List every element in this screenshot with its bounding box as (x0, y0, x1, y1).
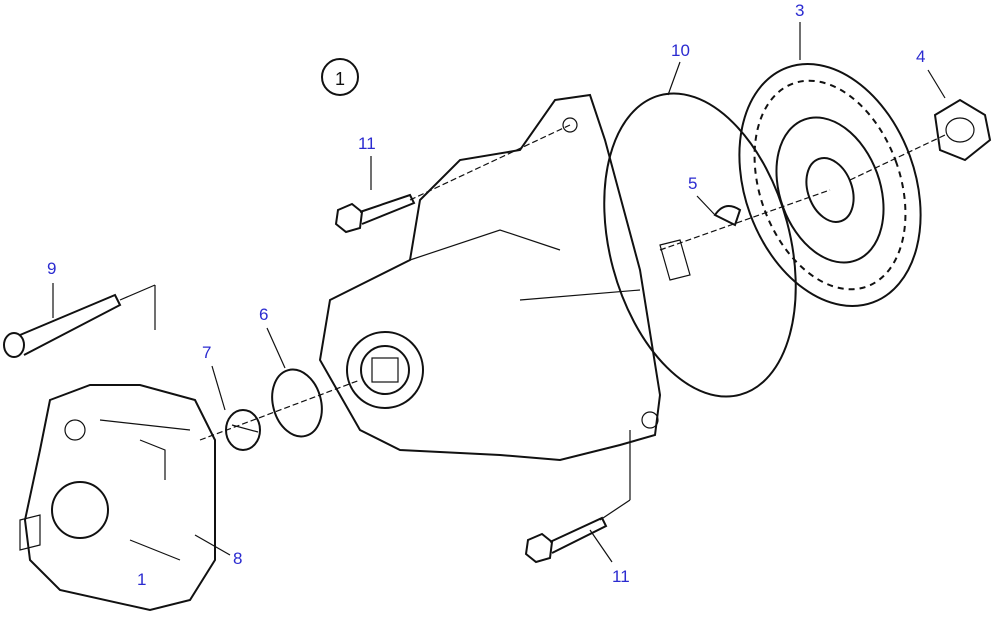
callout-7: 7 (202, 343, 212, 362)
servo-pump-part (19, 384, 216, 612)
callout-11-top: 11 (358, 134, 376, 153)
key-part (713, 205, 742, 227)
callout-6: 6 (259, 305, 269, 324)
callout-9: 9 (47, 259, 57, 278)
callout-8: 8 (233, 549, 243, 568)
callout-10: 10 (671, 41, 690, 60)
o-ring-small (271, 368, 323, 438)
bolt-long (3, 293, 122, 358)
bolt-bottom (524, 516, 608, 564)
callout-1-pump: 1 (137, 570, 147, 589)
o-ring-large (603, 92, 797, 398)
gear-part (738, 62, 922, 308)
water-pump-housing (318, 93, 691, 462)
callout-5: 5 (688, 174, 698, 193)
leader-lines (52, 22, 946, 563)
callout-11-bottom: 11 (612, 567, 630, 586)
callout-3: 3 (795, 1, 805, 20)
bolt-top (334, 193, 416, 234)
callout-4: 4 (916, 47, 926, 66)
view-marker: 1 (321, 58, 359, 96)
coupling-part (225, 409, 261, 451)
nut-part (933, 98, 992, 162)
